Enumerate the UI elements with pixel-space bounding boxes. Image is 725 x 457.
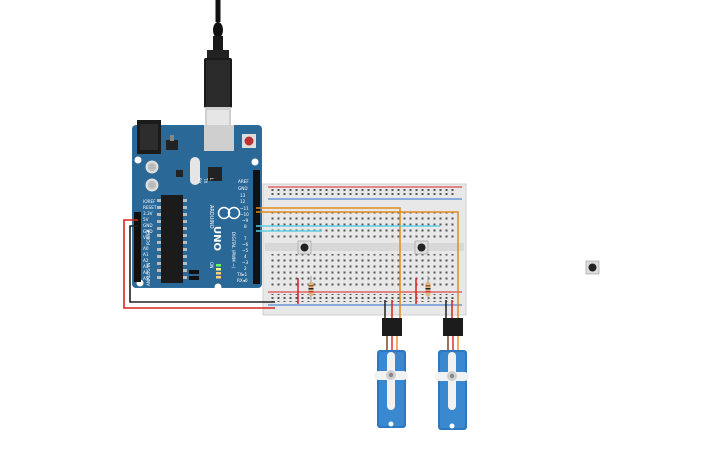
header-label: ~5 <box>242 248 249 253</box>
power-rail-bottom <box>270 294 456 302</box>
power-label: 5V <box>143 217 149 222</box>
led-label: L <box>209 178 214 181</box>
analog-label: A5 <box>143 276 149 281</box>
header-label: ~3 <box>242 260 249 265</box>
analog-label: A3 <box>143 264 149 269</box>
usb-chip <box>208 167 222 181</box>
led-label: ON <box>209 262 214 268</box>
board-model-label: UNO <box>211 226 222 251</box>
led-label: TX <box>203 177 208 184</box>
led-tx <box>216 272 221 275</box>
power-title: POWER <box>146 229 151 245</box>
header-label: 12 <box>240 199 246 204</box>
pushbutton[interactable] <box>297 240 312 255</box>
header-label: ~6 <box>242 242 249 247</box>
crystal <box>190 157 200 185</box>
wire-signal-servo-2[interactable] <box>256 211 459 318</box>
pushbutton-cap-icon <box>300 243 309 252</box>
header-label: GND <box>238 186 248 191</box>
power-rail-top <box>270 189 456 197</box>
digital-title: DIGITAL (PWM ~) <box>231 232 236 268</box>
header-label: 4 <box>244 254 247 259</box>
power-label: IOREF <box>143 199 156 204</box>
analog-label: A1 <box>143 252 149 257</box>
pushbutton-cap-icon <box>588 263 597 272</box>
analog-label: A4 <box>143 270 149 275</box>
wire-gnd[interactable] <box>129 225 275 303</box>
resistor[interactable] <box>308 276 314 300</box>
led-label: RX <box>197 178 202 184</box>
board-brand-label: ARDUINO <box>208 205 214 229</box>
usb-port <box>204 125 234 151</box>
led-on <box>216 264 221 267</box>
digital-header <box>253 170 260 284</box>
resistor[interactable] <box>425 276 431 300</box>
power-label: 3.3V <box>143 211 153 216</box>
header-label: ~10 <box>240 212 249 217</box>
usb-cable[interactable] <box>204 0 232 135</box>
power-label: Vin <box>143 235 150 240</box>
arduino-logo-icon <box>217 206 231 220</box>
servo-connector <box>443 318 463 336</box>
header-label: 13 <box>240 193 246 198</box>
pushbutton-unplaced[interactable] <box>585 260 600 275</box>
wire-signal-servo-1[interactable] <box>256 207 401 318</box>
led-rx <box>216 276 221 279</box>
led-l <box>216 268 221 271</box>
analog-title: ANALOG IN <box>146 263 151 286</box>
header-label: AREF <box>238 179 249 184</box>
servo-horn <box>387 352 395 410</box>
power-label: RESET <box>143 205 157 210</box>
header-label: 8 <box>244 224 247 229</box>
terminal-strip-bottom <box>270 254 456 286</box>
atmega-chip <box>161 195 183 283</box>
analog-label: A0 <box>143 246 149 251</box>
terminal-strip-top <box>270 208 456 240</box>
header-label: 2 <box>244 266 247 271</box>
arduino-uno-board[interactable]: UNO ARDUINO AREF GND 13 12 ~11 ~10 ~9 8 … <box>132 120 262 291</box>
header-label: RX◂0 <box>237 278 248 283</box>
power-label: GND <box>143 229 153 234</box>
header-label: ~9 <box>242 218 249 223</box>
power-analog-header <box>134 212 141 282</box>
header-label: 7 <box>244 236 247 241</box>
servo-connector <box>382 318 402 336</box>
analog-label: A2 <box>143 258 149 263</box>
breadboard[interactable] <box>262 183 467 316</box>
power-label: GND <box>143 223 153 228</box>
servo-motor-2[interactable] <box>435 318 469 430</box>
pushbutton[interactable] <box>414 240 429 255</box>
wires[interactable] <box>123 207 459 318</box>
servo-motor-1[interactable] <box>374 318 408 428</box>
wire-5v[interactable] <box>123 219 275 309</box>
header-label: TX▸1 <box>236 272 248 277</box>
header-label: ~11 <box>240 206 249 211</box>
pushbutton-cap-icon <box>417 243 426 252</box>
